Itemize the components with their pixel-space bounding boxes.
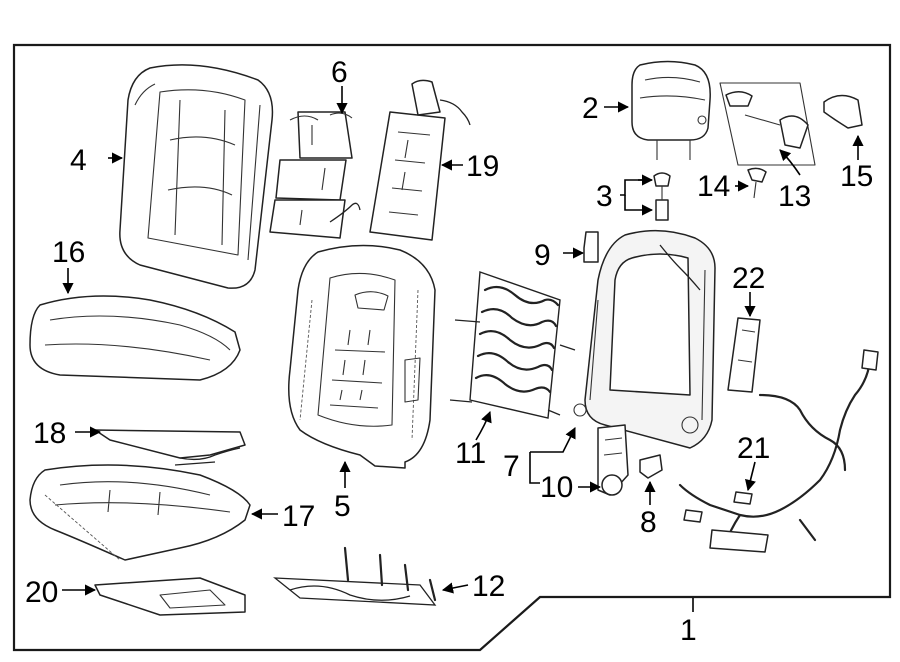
power-motor <box>597 424 629 496</box>
diagram-frame <box>12 43 892 652</box>
cushion-suspension <box>273 546 437 606</box>
callout-4: 4 <box>70 144 87 177</box>
callout-21: 21 <box>737 432 770 465</box>
callout-12: 12 <box>472 570 505 603</box>
callout-11: 11 <box>455 437 486 470</box>
callout-6: 6 <box>331 56 348 89</box>
headrest <box>631 60 711 160</box>
callout-13: 13 <box>778 180 811 213</box>
callout-20: 20 <box>25 576 58 609</box>
seat-back-cover <box>119 64 274 289</box>
callout-1: 1 <box>680 614 697 647</box>
callout-14: 14 <box>697 170 730 203</box>
seat-back-pad <box>288 244 436 469</box>
back-panel-pads <box>269 111 361 239</box>
callout-22: 22 <box>732 262 765 295</box>
mount-bracket <box>639 454 663 479</box>
callout-3: 3 <box>596 180 613 213</box>
callout-15: 15 <box>840 160 873 193</box>
callout-5: 5 <box>334 490 351 523</box>
occupant-sensor <box>94 429 246 466</box>
callout-10: 10 <box>540 471 573 504</box>
side-cap <box>823 94 863 129</box>
headrest-guides <box>653 172 671 221</box>
callout-2: 2 <box>582 92 599 125</box>
callout-19: 19 <box>466 150 499 183</box>
wiring-harness <box>678 349 879 553</box>
callout-7: 7 <box>503 450 520 483</box>
seat-back-frame <box>573 229 716 449</box>
callout-leaders <box>62 86 864 612</box>
callout-8: 8 <box>640 506 657 539</box>
guide-kit-box <box>719 82 816 166</box>
callout-labels: 1 2 3 4 5 6 7 8 9 10 11 12 13 14 15 16 1… <box>25 56 873 647</box>
seat-cushion-pad <box>29 464 251 561</box>
heater-mat <box>369 79 471 241</box>
cushion-insulator <box>94 577 246 616</box>
suspension-mat <box>449 271 576 419</box>
guide-clip <box>747 167 767 199</box>
callout-17: 17 <box>282 500 315 533</box>
callout-16: 16 <box>52 236 85 269</box>
callout-18: 18 <box>33 417 66 450</box>
bracket-clip <box>583 231 599 263</box>
side-airbag <box>727 317 761 393</box>
callout-9: 9 <box>534 239 551 272</box>
seat-cushion-cover <box>29 295 241 381</box>
